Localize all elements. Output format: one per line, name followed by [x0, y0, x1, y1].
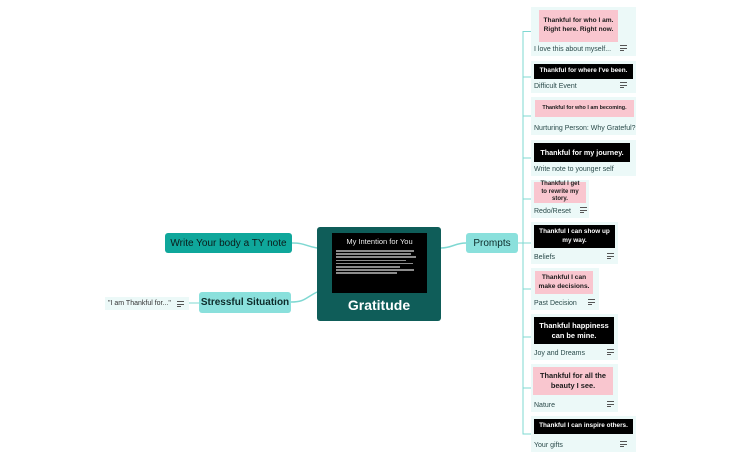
- prompt-connector-1: [518, 76, 531, 244]
- prompt-card[interactable]: Thankful happiness can be mine. Joy and …: [531, 314, 618, 360]
- prompt-image: Thankful for where I've been.: [534, 64, 633, 79]
- prompt-label: Difficult Event: [534, 83, 577, 90]
- branch-write-body-note[interactable]: Write Your body a TY note: [165, 233, 292, 253]
- prompt-card[interactable]: Thankful I get to rewrite my story. Redo…: [531, 180, 589, 218]
- prompt-card[interactable]: Thankful for who I am. Right here. Right…: [531, 7, 636, 56]
- prompt-label: Joy and Dreams: [534, 350, 585, 357]
- prompt-card[interactable]: Thankful for who I am becoming. Nurturin…: [531, 97, 636, 135]
- branch-prompts[interactable]: Prompts: [466, 233, 518, 253]
- prompt-card[interactable]: Thankful I can show up my way. Beliefs: [531, 222, 618, 264]
- prompt-label: Nurturing Person: Why Grateful?: [534, 125, 636, 132]
- intention-text-lines: [336, 250, 423, 274]
- prompt-label: Past Decision: [534, 300, 577, 307]
- prompt-label: Redo/Reset: [534, 208, 571, 215]
- branch-label: Prompts: [473, 237, 511, 249]
- prompt-card[interactable]: Thankful for all the beauty I see. Natur…: [531, 364, 618, 412]
- prompt-connector-8: [518, 242, 531, 389]
- notes-icon[interactable]: [580, 207, 587, 213]
- notes-icon[interactable]: [620, 82, 627, 88]
- notes-icon[interactable]: [620, 45, 627, 51]
- prompt-connector-2: [518, 115, 531, 244]
- notes-icon[interactable]: [607, 253, 614, 259]
- central-title: Gratitude: [347, 297, 411, 313]
- prompt-image: Thankful I can make decisions.: [535, 271, 593, 294]
- prompt-label: I love this about myself...: [534, 46, 612, 53]
- prompt-card[interactable]: Thankful I can make decisions. Past Deci…: [531, 268, 599, 310]
- subtopic-label: "I am Thankful for...": [108, 300, 171, 307]
- prompt-connector-9: [518, 242, 531, 435]
- notes-icon[interactable]: [607, 349, 614, 355]
- prompt-connector-7: [518, 242, 531, 338]
- prompt-image: Thankful for who I am becoming.: [535, 100, 634, 117]
- branch-label: Write Your body a TY note: [170, 237, 287, 249]
- prompt-image: Thankful I get to rewrite my story.: [534, 181, 586, 203]
- prompt-connector-3: [518, 157, 531, 244]
- prompt-label: Write note to younger self: [534, 166, 614, 173]
- prompt-image: Thankful happiness can be mine.: [534, 317, 614, 344]
- prompt-label: Your gifts: [534, 442, 563, 449]
- notes-icon[interactable]: [177, 301, 184, 307]
- intention-title: My Intention for You: [346, 237, 413, 246]
- central-topic-gratitude[interactable]: My Intention for You Gratitude: [317, 227, 441, 321]
- prompt-image: Thankful for all the beauty I see.: [533, 367, 613, 395]
- branch-stressful-situation[interactable]: Stressful Situation: [199, 292, 291, 313]
- prompt-label: Beliefs: [534, 254, 556, 261]
- prompt-card[interactable]: Thankful for where I've been. Difficult …: [531, 61, 636, 93]
- prompt-connector-6: [518, 242, 531, 290]
- prompt-card[interactable]: Thankful for my journey. Write note to y…: [531, 140, 636, 176]
- prompt-image: Thankful I can inspire others.: [534, 419, 633, 434]
- notes-icon[interactable]: [620, 441, 627, 447]
- notes-icon[interactable]: [588, 299, 595, 305]
- prompt-card[interactable]: Thankful I can inspire others. Your gift…: [531, 416, 636, 452]
- prompt-label: Nature: [534, 402, 556, 409]
- prompt-image: Thankful for my journey.: [534, 143, 630, 162]
- intention-image: My Intention for You: [332, 233, 427, 293]
- prompt-image: Thankful for who I am. Right here. Right…: [539, 10, 618, 42]
- notes-icon[interactable]: [607, 401, 614, 407]
- prompt-image: Thankful I can show up my way.: [534, 225, 615, 248]
- branch-label: Stressful Situation: [200, 297, 290, 308]
- prompt-connector-4: [518, 198, 531, 244]
- subtopic-i-am-thankful-for[interactable]: "I am Thankful for...": [105, 297, 189, 310]
- prompt-connector-0: [518, 31, 531, 244]
